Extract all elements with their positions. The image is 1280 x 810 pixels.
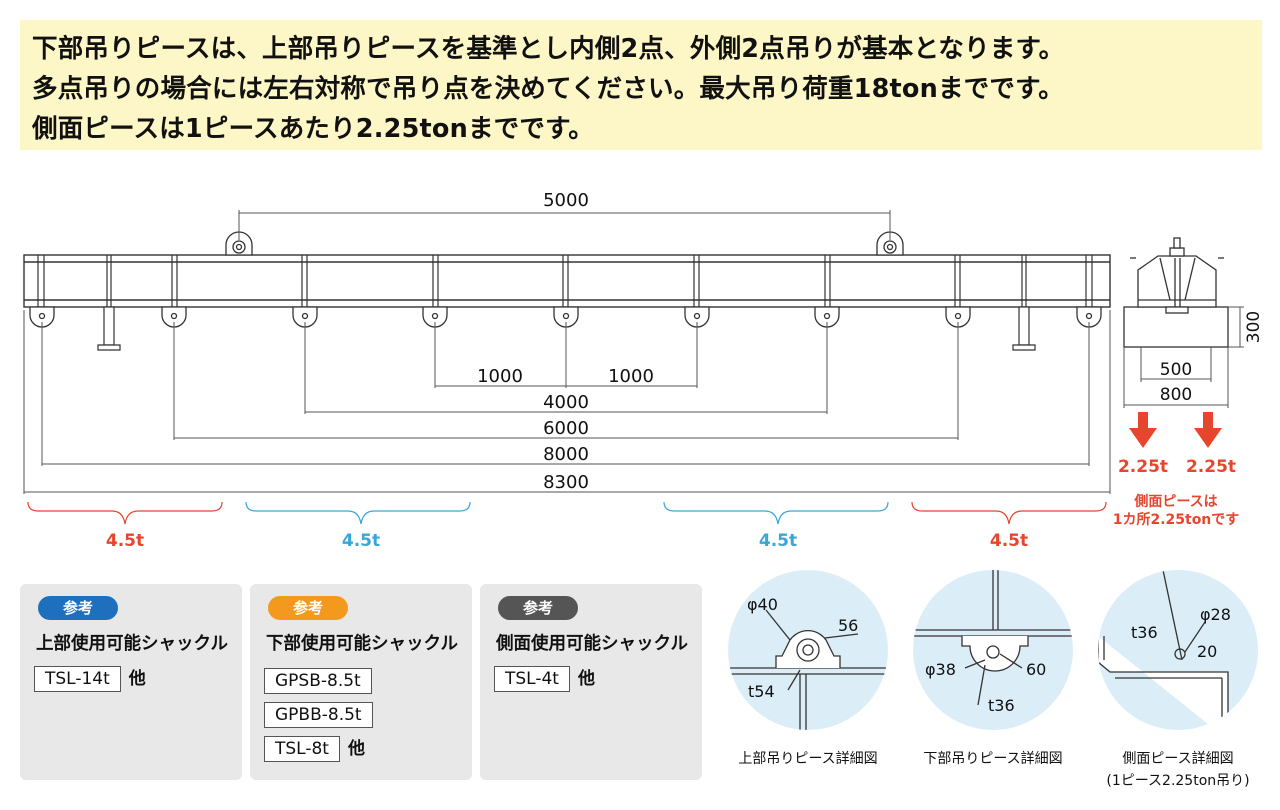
detail1-label-width: 56 <box>838 616 858 635</box>
notice-banner: 下部吊りピースは、上部吊りピースを基準とし内側2点、外側2点吊りが基本となります… <box>20 20 1262 150</box>
notice-line-1: 下部吊りピースは、上部吊りピースを基準とし内側2点、外側2点吊りが基本となります… <box>32 34 1065 64</box>
dim-6000: 6000 <box>543 418 589 439</box>
support-feet <box>97 306 1036 351</box>
detail2-label-width: 60 <box>1026 660 1046 679</box>
side-load-arrows <box>1129 412 1222 448</box>
detail3-label-thickness: t36 <box>1131 623 1158 642</box>
detail1-caption: 上部吊りピース詳細図 <box>738 751 878 767</box>
load-inner-right: 4.5t <box>759 531 797 551</box>
top-lifting-lugs <box>225 231 904 256</box>
notice-line-3: 側面ピースは1ピースあたり2.25tonまでです。 <box>32 114 594 144</box>
side-load-left: 2.25t <box>1118 457 1168 477</box>
load-outer-left: 4.5t <box>106 531 144 551</box>
down-arrow-icon <box>1129 412 1157 448</box>
side-load-right: 2.25t <box>1186 457 1236 477</box>
bottom-lifting-lugs <box>29 306 1102 328</box>
reference-badge: 参考 <box>498 596 578 620</box>
detail-top-piece: φ40 56 t54 <box>728 570 888 730</box>
detail-side-piece: t36 φ28 20 <box>1098 570 1258 730</box>
reference-title: 下部使用可能シャックル <box>266 634 458 654</box>
dim-8000: 8000 <box>543 444 589 465</box>
dim-1000-left: 1000 <box>477 366 523 387</box>
detail3-label-offset: 20 <box>1197 642 1217 661</box>
load-inner-left: 4.5t <box>342 531 380 551</box>
side-note-line-2: 1カ所2.25tonです <box>1113 511 1240 528</box>
shackle-model: GPSB-8.5t <box>264 668 372 694</box>
detail1-label-thickness: t54 <box>748 682 775 701</box>
side-view-dimensions <box>1123 306 1244 408</box>
reference-title: 上部使用可能シャックル <box>36 634 228 654</box>
reference-badge: 参考 <box>268 596 348 620</box>
down-arrow-icon <box>1194 412 1222 448</box>
load-outer-right: 4.5t <box>990 531 1028 551</box>
dim-1000-right: 1000 <box>608 366 654 387</box>
dim-5000: 5000 <box>543 190 589 211</box>
detail2-label-thickness: t36 <box>988 696 1015 715</box>
detail3-caption: 側面ピース詳細図 <box>1122 751 1234 767</box>
detail1-label-dia: φ40 <box>747 595 778 614</box>
beam <box>23 254 1111 308</box>
side-dim-500: 500 <box>1160 360 1192 380</box>
side-view <box>1123 237 1229 348</box>
side-note-line-1: 側面ピースは <box>1133 493 1217 510</box>
reference-badge: 参考 <box>38 596 118 620</box>
side-dim-300: 300 <box>1244 311 1264 343</box>
detail2-label-dia: φ38 <box>925 660 956 679</box>
detail2-caption: 下部吊りピース詳細図 <box>923 751 1063 767</box>
detail-bottom-piece: φ38 60 t36 <box>913 570 1073 730</box>
dim-4000: 4000 <box>543 392 589 413</box>
dimension-lines <box>23 210 1111 494</box>
notice-line-2: 多点吊りの場合には左右対称で吊り点を決めてください。最大吊り荷重18tonまでで… <box>32 74 1064 104</box>
shackle-model: GPBB-8.5t <box>264 702 373 728</box>
detail3-label-dia: φ28 <box>1200 605 1231 624</box>
dim-8300: 8300 <box>543 472 589 493</box>
side-dim-800: 800 <box>1160 385 1192 405</box>
load-braces <box>27 501 1107 525</box>
reference-title: 側面使用可能シャックル <box>496 634 688 654</box>
reference-card-bottom: 参考 下部使用可能シャックル GPSB-8.5t GPBB-8.5t TSL-8… <box>250 584 472 780</box>
detail3-caption-sub: (1ピース2.25ton吊り) <box>1106 773 1250 789</box>
